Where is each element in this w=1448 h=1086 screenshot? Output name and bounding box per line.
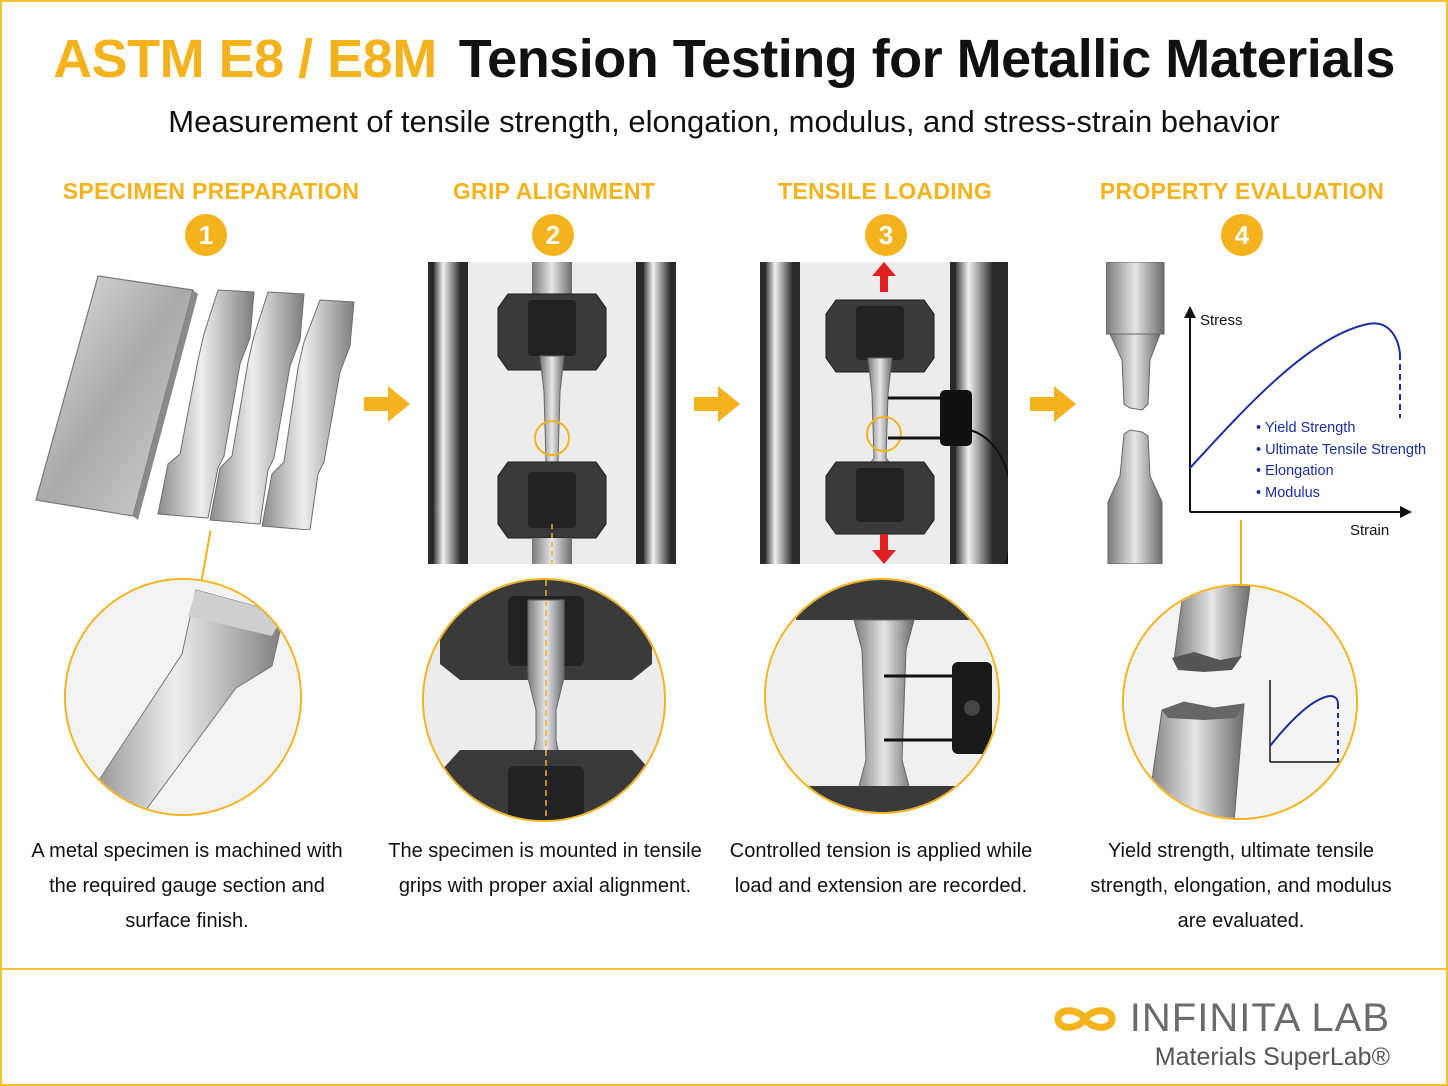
logo-name: INFINITA LAB	[1129, 996, 1390, 1040]
x-axis-label: Strain	[1350, 522, 1390, 539]
grip-alignment-illustration	[428, 262, 676, 564]
step-3-title: TENSILE LOADING	[777, 178, 993, 204]
zoom-specimen-detail	[64, 578, 302, 816]
step-2-title: GRIP ALIGNMENT	[452, 178, 656, 204]
step-3-badge: 3	[865, 214, 907, 256]
page-subtitle: Measurement of tensile strength, elongat…	[168, 104, 1280, 139]
zoom-grip-detail	[422, 578, 666, 822]
logo-tagline: Materials SuperLab®	[1154, 1043, 1390, 1071]
step-4-badge: 4	[1221, 214, 1263, 256]
tensile-loading-illustration	[760, 262, 1008, 564]
zoom-fracture-detail	[1122, 584, 1358, 820]
step-3-caption: Controlled tension is applied while load…	[729, 840, 1033, 897]
stress-strain-curve	[1189, 322, 1401, 469]
step-1-caption: A metal specimen is machined with the re…	[31, 840, 343, 932]
footer-divider	[2, 968, 1446, 970]
step-1-badge: 1	[185, 214, 227, 256]
stress-strain-chart	[1184, 306, 1412, 518]
standard-code: ASTM E8 / E8M	[53, 29, 437, 89]
specimen-plate-illustration	[35, 275, 355, 530]
bullet-ultimate-tensile-strength: Ultimate Tensile Strength	[1256, 440, 1426, 462]
tension-down-arrow-icon	[872, 534, 896, 564]
bullet-modulus: Modulus	[1256, 483, 1426, 505]
arrow-right-icon	[1030, 386, 1076, 422]
step-4-caption: Yield strength, ultimate tensile strengt…	[1090, 840, 1392, 932]
tension-up-arrow-icon	[872, 262, 896, 292]
zoom-extensometer-detail	[764, 578, 1000, 814]
bullet-elongation: Elongation	[1256, 461, 1426, 483]
infinity-logo-icon	[1054, 1006, 1116, 1031]
step-4-title: PROPERTY EVALUATION	[1099, 178, 1385, 204]
bullet-yield-strength: Yield Strength	[1256, 418, 1426, 440]
fractured-specimen-illustration	[1106, 262, 1165, 564]
step-2-caption: The specimen is mounted in tensile grips…	[388, 840, 702, 897]
arrow-right-icon	[694, 386, 740, 422]
leader-line	[1240, 520, 1242, 588]
y-axis-label: Stress	[1200, 312, 1243, 329]
brand-logo: INFINITA LAB Materials SuperLab®	[1052, 996, 1390, 1072]
title-text: Tension Testing for Metallic Materials	[458, 29, 1396, 89]
arrow-right-icon	[364, 386, 410, 422]
step-1-title: SPECIMEN PREPARATION	[62, 178, 360, 204]
step-2-badge: 2	[532, 214, 574, 256]
page-title: ASTM E8 / E8M Tension Testing for Metalli…	[0, 28, 1448, 90]
property-list: Yield Strength Ultimate Tensile Strength…	[1256, 418, 1426, 504]
